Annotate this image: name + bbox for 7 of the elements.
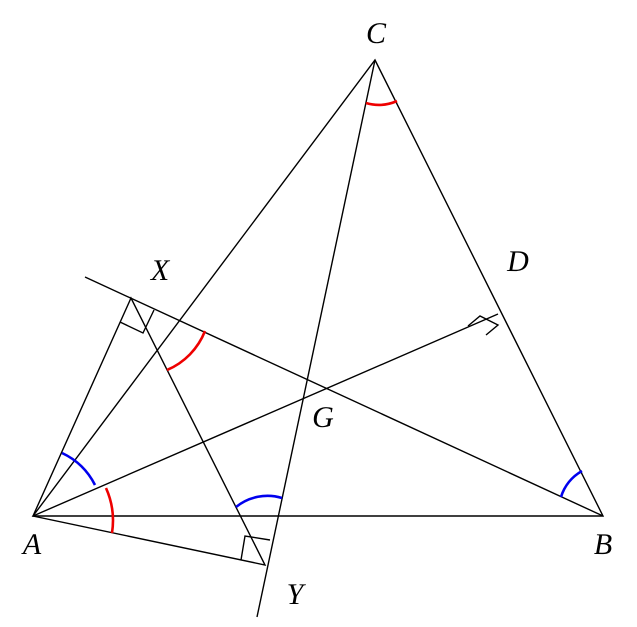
point-label: G <box>312 403 334 433</box>
point-label: A <box>22 530 42 560</box>
point-label: X <box>150 256 170 286</box>
point-label: Y <box>286 580 304 610</box>
point-label: B <box>594 530 612 560</box>
point-label: C <box>366 19 386 49</box>
point-label: D <box>507 247 529 277</box>
